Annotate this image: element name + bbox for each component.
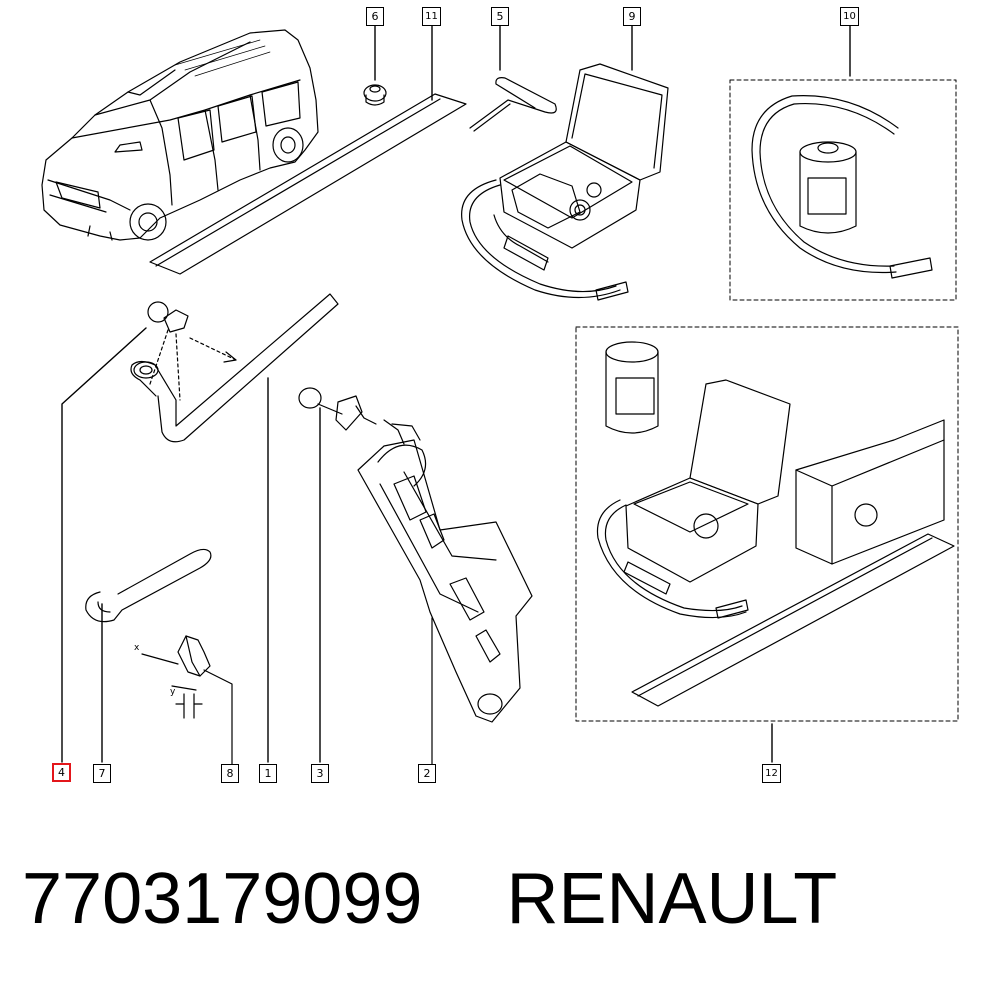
callout-12[interactable]: 12	[762, 764, 781, 783]
callout-11[interactable]: 11	[422, 7, 441, 26]
callout-9[interactable]: 9	[623, 7, 641, 26]
callout-6[interactable]: 6	[366, 7, 384, 26]
item-3-bolt	[298, 387, 377, 431]
item-6-cap	[363, 84, 387, 106]
callout-8[interactable]: 8	[221, 764, 239, 783]
item-10-sealant-refill	[729, 79, 957, 301]
part-caption: 7703179099 RENAULT	[22, 858, 837, 940]
dimension-y-label: y	[170, 687, 176, 697]
callout-2[interactable]: 2	[418, 764, 436, 783]
callout-10[interactable]: 10	[840, 7, 859, 26]
callout-7[interactable]: 7	[93, 764, 111, 783]
item-11-foam-strip	[149, 93, 467, 275]
dimension-x-label: x	[134, 643, 140, 653]
callout-4[interactable]: 4	[52, 763, 71, 782]
leader-lines	[61, 24, 851, 763]
item-9-compressor-kit	[461, 63, 669, 301]
part-number: 7703179099	[22, 859, 423, 939]
item-12-repair-kit	[575, 326, 959, 722]
item-7-tow-eye	[85, 548, 212, 623]
item-1-wheel-brace	[130, 293, 339, 443]
item-8-clip	[141, 635, 233, 767]
callout-3[interactable]: 3	[311, 764, 329, 783]
callout-1[interactable]: 1	[259, 764, 277, 783]
car-illustration	[41, 29, 319, 241]
item-2-jack	[357, 419, 533, 767]
item-5-hook	[469, 77, 557, 132]
callout-5[interactable]: 5	[491, 7, 509, 26]
brand-name: RENAULT	[506, 859, 838, 939]
